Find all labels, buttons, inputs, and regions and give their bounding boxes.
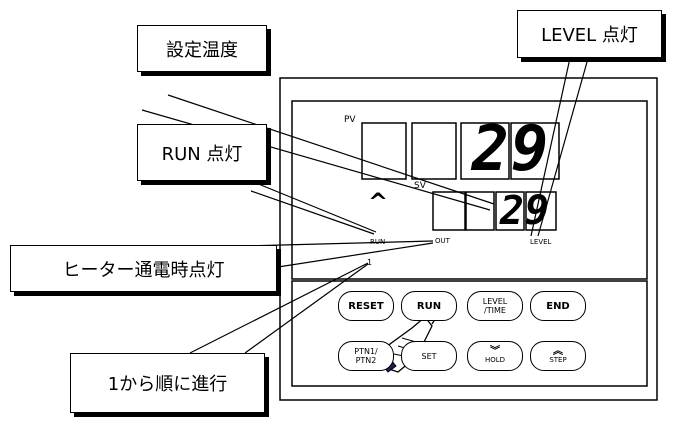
step-button[interactable]: ︽ STEP [530, 341, 586, 371]
pattern-indicator: 1 [367, 258, 373, 267]
sv-display [432, 191, 557, 231]
sv-label: SV [414, 181, 426, 191]
pv-label: PV [344, 115, 356, 125]
callout-sequence: 1から順に進行 [70, 353, 265, 413]
pointer-lines [141, 57, 588, 354]
set-button[interactable]: SET [401, 341, 457, 371]
callout-level-lit: LEVEL 点灯 [517, 10, 662, 58]
callout-set-temperature: 設定温度 [137, 25, 267, 72]
pv-display [361, 122, 560, 180]
out-indicator: OUT [435, 237, 450, 245]
run-button[interactable]: RUN [401, 291, 457, 321]
pv-value: 29 [471, 112, 551, 185]
level-time-button[interactable]: LEVEL /TIME [467, 291, 523, 321]
ptn-button[interactable]: PTN1/ PTN2 [338, 341, 394, 371]
hold-chevron-icon: ︾ [490, 346, 500, 357]
callout-run-lit: RUN 点灯 [137, 124, 267, 181]
up-arrow-icon: ^ [368, 188, 389, 216]
end-button[interactable]: END [530, 291, 586, 321]
level-indicator: LEVEL [530, 238, 552, 246]
callout-heater-on: ヒーター通電時点灯 [10, 245, 277, 292]
sv-value: 29 [499, 188, 551, 234]
reset-button[interactable]: RESET [338, 291, 394, 321]
hold-button[interactable]: ︾ HOLD [467, 341, 523, 371]
run-indicator: RUN [370, 238, 386, 246]
step-chevron-icon: ︽ [553, 346, 563, 357]
